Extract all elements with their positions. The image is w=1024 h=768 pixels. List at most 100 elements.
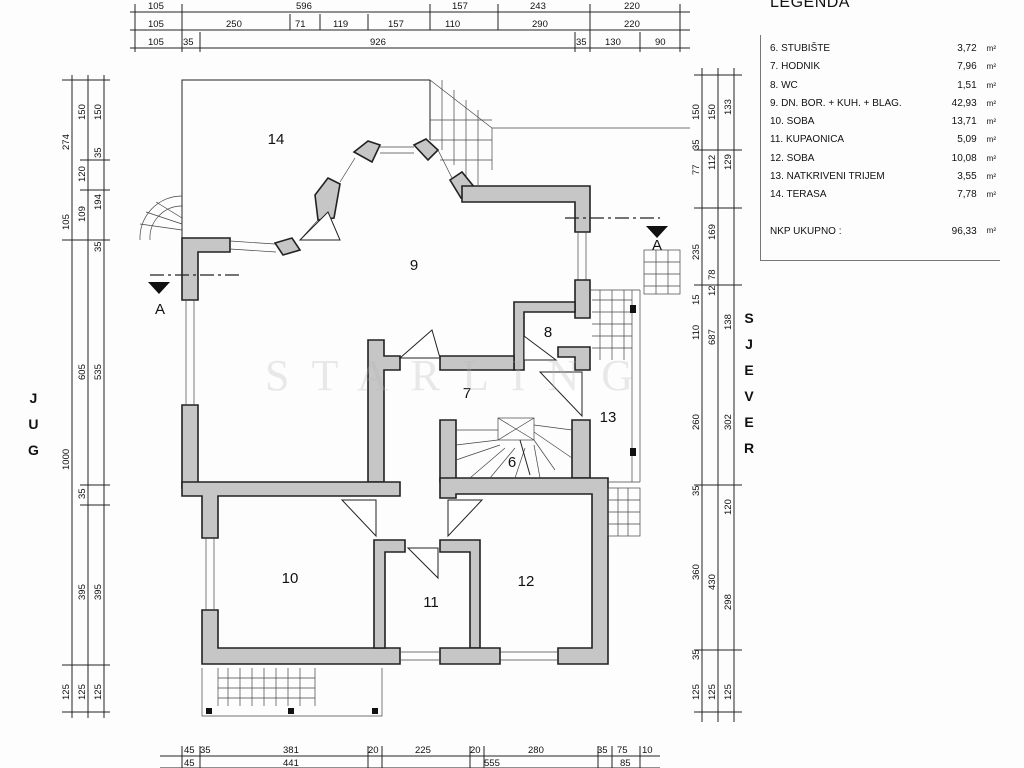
dim-bottom-13: 555 <box>484 758 500 768</box>
legend-unit: m² <box>986 80 996 90</box>
dim-top-17: 35 <box>576 37 587 48</box>
legend-value: 10,08 <box>951 152 977 164</box>
legend-value: 3,72 <box>957 43 977 54</box>
legend-bottom-rule <box>760 260 1000 261</box>
dim-right-22: 138 <box>723 314 734 330</box>
legend-label: 9. DN. BOR. + KUH. + BLAG. <box>770 97 902 109</box>
room-6-label: 6 <box>508 454 516 471</box>
dim-left-8: 605 <box>77 364 88 380</box>
legend-unit: m² <box>986 117 996 127</box>
dim-top-2: 596 <box>296 1 312 12</box>
dim-bottom-5: 225 <box>415 745 431 756</box>
dim-left-14: 194 <box>93 194 104 210</box>
legend-label: 11. KUPAONICA <box>770 134 845 146</box>
door-wc <box>523 335 558 361</box>
bottom-dimension-chain: 45 35 381 20 225 20 280 35 75 10 45 441 … <box>160 745 660 768</box>
dim-bottom-8: 35 <box>597 745 608 756</box>
dim-bottom-3: 381 <box>283 745 299 756</box>
right-dimension-chain: 150 77 35 235 110 15 260 35 360 35 125 1… <box>691 68 742 722</box>
dim-top-13: 220 <box>624 19 640 30</box>
legend-row: 9. DN. BOR. + KUH. + BLAG. 42,93 m² <box>770 95 996 113</box>
dim-top-10: 157 <box>388 19 404 30</box>
staircase <box>455 417 573 479</box>
legend-row: 6. STUBIŠTE 3,72 m² <box>770 40 996 58</box>
dim-top-12: 290 <box>532 19 548 30</box>
dim-right-17: 687 <box>707 329 718 345</box>
legend-unit: m² <box>986 172 996 182</box>
dim-left-16: 535 <box>93 364 104 380</box>
legend-total-label: NKP UKUPNO : <box>770 226 842 237</box>
section-label-left: A <box>155 301 165 318</box>
dim-right-11: 125 <box>691 684 702 700</box>
dim-right-20: 133 <box>723 99 734 115</box>
dim-right-24: 120 <box>723 499 734 515</box>
dim-left-5: 150 <box>77 104 88 120</box>
room-13-label: 13 <box>600 409 617 426</box>
dim-top-8: 71 <box>295 19 306 30</box>
room-14-label: 14 <box>268 131 285 148</box>
legend-value: 7,78 <box>957 189 977 201</box>
south-letter: U <box>28 416 39 432</box>
legend-label: 12. SOBA <box>770 152 815 164</box>
dim-top-16: 926 <box>370 37 386 48</box>
legend-label: 8. WC <box>770 79 798 91</box>
legend-unit: m² <box>986 190 996 200</box>
dim-top-4: 243 <box>530 1 546 12</box>
dim-bottom-10: 10 <box>642 745 653 756</box>
dim-bottom-11: 45 <box>184 758 195 768</box>
dim-top-15: 35 <box>183 37 194 48</box>
north-letter: J <box>745 336 753 352</box>
dim-right-21: 129 <box>723 154 734 170</box>
top-dimension-chain: 105 596 157 243 220 105 250 71 119 157 1… <box>130 1 690 52</box>
legend-row: 12. SOBA 10,08 m² <box>770 150 996 168</box>
dim-top-1: 105 <box>148 1 164 12</box>
dim-left-3: 1000 <box>61 449 72 470</box>
watermark: STARLING <box>265 351 656 400</box>
legend-unit: m² <box>986 98 996 108</box>
dim-left-17: 395 <box>93 584 104 600</box>
legend-value: 42,93 <box>951 97 977 109</box>
legend-unit: m² <box>986 44 996 53</box>
dim-left-18: 125 <box>93 684 104 700</box>
dim-right-7: 260 <box>691 414 702 430</box>
dim-right-10: 35 <box>691 649 702 660</box>
dim-right-1: 150 <box>691 104 702 120</box>
dim-right-12: 150 <box>707 104 718 120</box>
section-label-right: A <box>652 237 662 254</box>
door-room10 <box>340 499 377 538</box>
section-arrow-right-icon <box>646 226 668 238</box>
dim-right-18: 430 <box>707 574 718 590</box>
room-10-label: 10 <box>282 570 299 587</box>
north-letter: S <box>744 310 754 326</box>
dim-right-13: 112 <box>707 155 718 170</box>
legend-label: 7. HODNIK <box>770 61 821 73</box>
legend-unit: m² <box>986 153 996 163</box>
dim-bottom-7: 280 <box>528 745 544 756</box>
terrace-outline <box>139 79 690 241</box>
legend-value: 7,96 <box>957 61 977 73</box>
dim-top-18: 130 <box>605 37 621 48</box>
dim-top-19: 90 <box>655 37 666 48</box>
dim-right-4: 235 <box>691 244 702 260</box>
north-letter: R <box>744 440 755 456</box>
legend-label: 6. STUBIŠTE <box>770 43 831 54</box>
south-letter: J <box>29 390 38 406</box>
dim-right-26: 125 <box>723 684 734 700</box>
dim-right-23: 302 <box>723 414 734 430</box>
dim-bottom-9: 75 <box>617 745 628 756</box>
dim-right-3: 35 <box>691 139 702 150</box>
south-letter: G <box>28 442 39 458</box>
legend-label: 13. NATKRIVENI TRIJEM <box>770 171 885 183</box>
dim-top-9: 119 <box>333 19 348 30</box>
legend-value: 5,09 <box>957 134 977 146</box>
dim-top-3: 157 <box>452 1 468 12</box>
legend-divider <box>760 35 761 260</box>
door-terrace <box>298 211 341 241</box>
dim-right-6: 15 <box>691 294 702 305</box>
section-line-a: A A <box>148 217 668 318</box>
